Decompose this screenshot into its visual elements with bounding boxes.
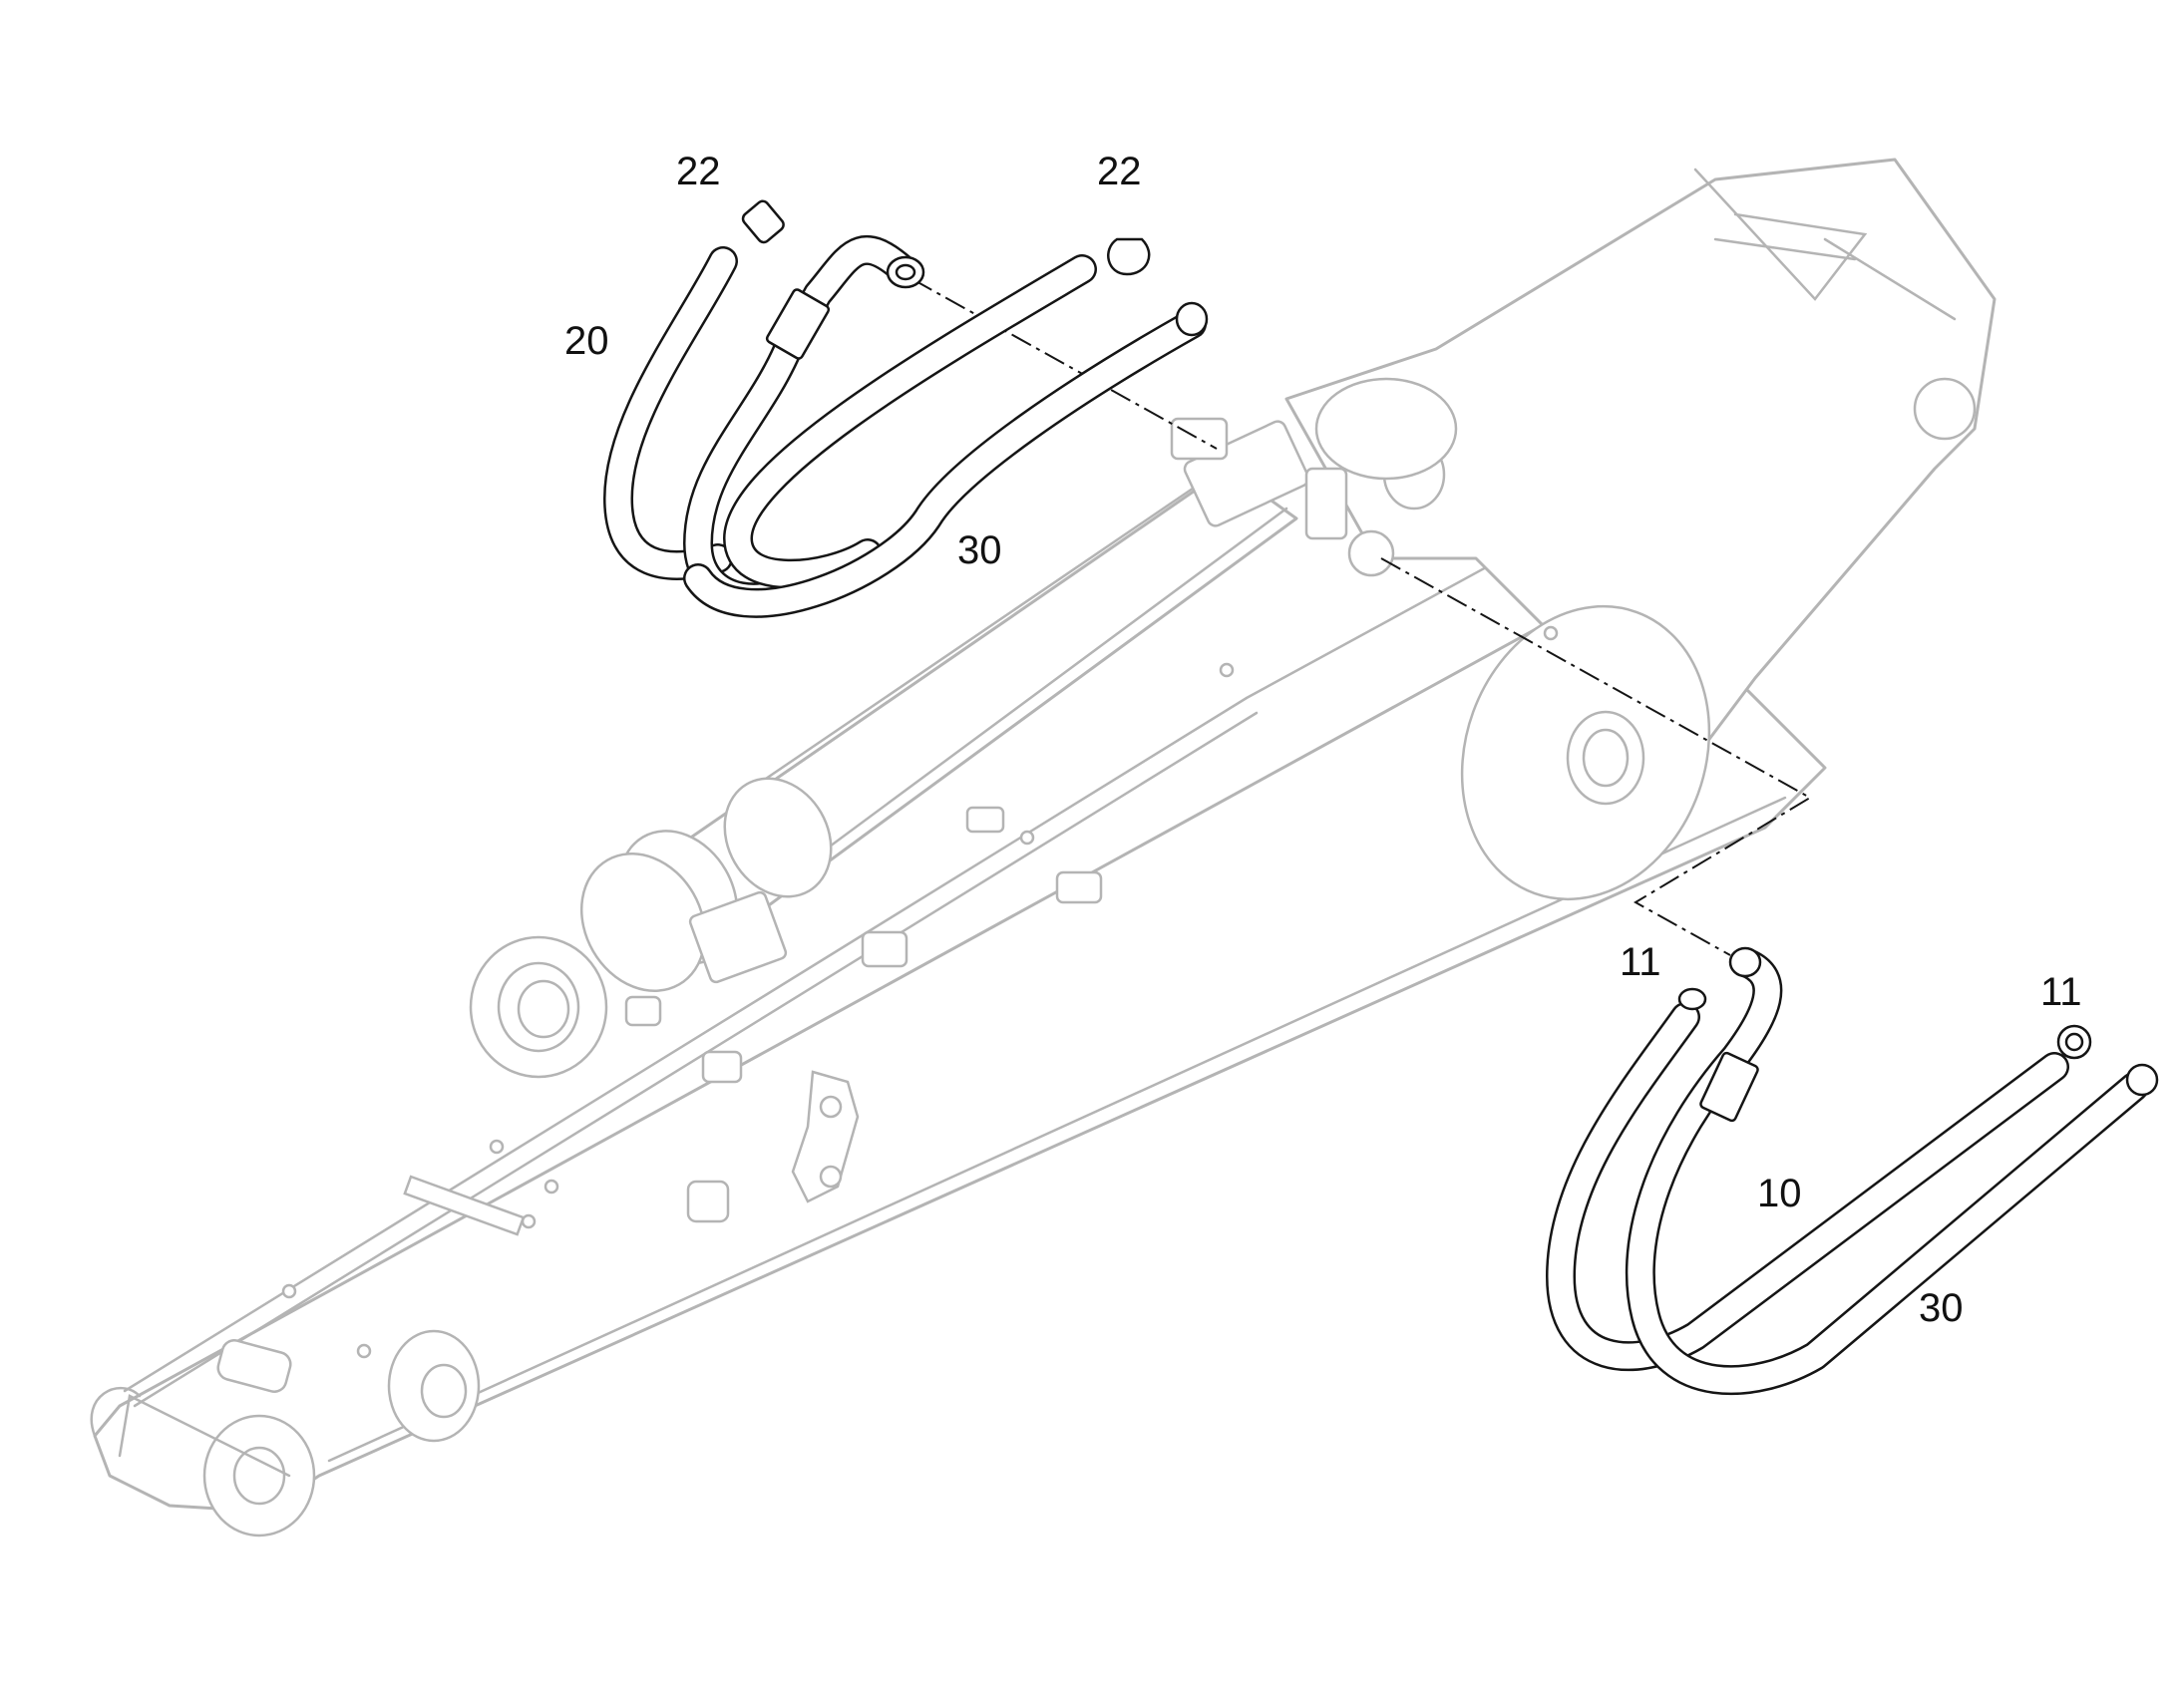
fitting-icon	[1175, 301, 1209, 337]
callout-11-right: 11	[2040, 970, 2082, 1014]
hose-sleeve-icon	[765, 288, 831, 360]
callout-22-right: 22	[1097, 150, 1142, 193]
upper-hose-set	[603, 199, 1209, 618]
hose-clamp-icon	[741, 199, 785, 244]
fitting-icon	[2125, 1063, 2159, 1097]
hose-sleeve-icon	[1699, 1051, 1759, 1123]
lower-hose-30	[1625, 947, 2149, 1396]
hydraulic-cylinder	[469, 377, 1458, 1079]
hose-clamp-icon	[1677, 987, 1707, 1011]
hose-clamp-icon	[1107, 237, 1151, 276]
callout-10: 10	[1757, 1172, 1802, 1215]
fitting-icon	[1728, 946, 1762, 978]
callout-20: 20	[564, 319, 609, 363]
callout-30-upper: 30	[957, 528, 1002, 572]
lower-hose-10	[1546, 1002, 2069, 1372]
upper-hose-30	[683, 254, 1207, 618]
excavator-boom	[90, 158, 1997, 1537]
callouts: 22 22 20 30 11 11 10 30	[564, 150, 2082, 1330]
callout-30-lower: 30	[1919, 1286, 1964, 1330]
lower-hose-set	[1546, 946, 2159, 1396]
callout-11-left: 11	[1620, 940, 1661, 984]
callout-22-left: 22	[676, 150, 721, 193]
leader-lines	[911, 278, 1812, 956]
